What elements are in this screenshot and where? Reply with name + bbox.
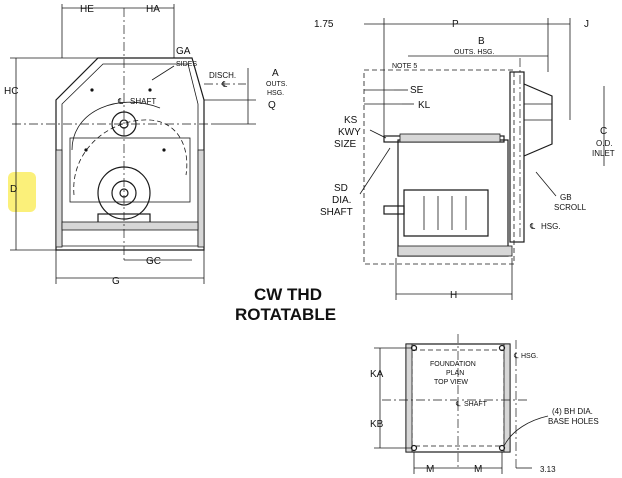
title-line-1: CW THD (254, 285, 322, 304)
foundation-plan: FOUNDATION PLAN TOP VIEW ℄ HSG. ℄ SHAFT … (370, 334, 599, 475)
side-housing-top-plate (399, 133, 501, 143)
label-a: A (272, 68, 279, 79)
label-sd-shaft: SHAFT (320, 207, 353, 218)
disch-centerline-symbol: ℄ (221, 80, 228, 89)
scroll-outer (71, 101, 161, 151)
label-note5: NOTE 5 (392, 63, 417, 70)
bolt-dot (162, 148, 166, 152)
bolt-dot (84, 148, 88, 152)
label-ks: KS (344, 115, 358, 126)
base-hole (498, 344, 506, 352)
highlight-mark (8, 172, 36, 212)
label-q: Q (268, 100, 276, 111)
leader-sides (151, 65, 175, 81)
label-m1: M (426, 464, 434, 475)
label-od: O.D. (596, 139, 612, 148)
label-disch: DISCH. (209, 71, 236, 80)
label-b-sub: OUTS. HSG. (454, 49, 495, 56)
label-side-hsg-symbol: ℄ (529, 222, 536, 231)
front-side-plate-right (197, 149, 205, 248)
label-ka: KA (370, 369, 384, 380)
label-c: C (600, 126, 607, 137)
label-shaft: SHAFT (130, 97, 156, 106)
motor-mount-panel (69, 137, 191, 203)
label-foundation-2: PLAN (446, 370, 464, 377)
label-se: SE (410, 85, 424, 96)
label-shaft-symbol: ℄ (117, 97, 124, 106)
label-gc: GC (146, 256, 161, 267)
leader-gb (535, 171, 557, 197)
label-ga: GA (176, 46, 191, 57)
side-dashed-envelope (363, 69, 515, 265)
label-kl: KL (418, 100, 431, 111)
label-313: 3.13 (540, 465, 556, 474)
label-b: B (478, 36, 485, 47)
front-housing-outline (55, 57, 205, 251)
side-housing (397, 139, 509, 257)
base-hole (498, 444, 506, 452)
label-a-outs: OUTS. (266, 81, 287, 88)
side-view: 1.75 P J B OUTS. HSG. NOTE 5 SE KL KS KW… (314, 18, 615, 301)
label-p: P (452, 19, 459, 30)
front-side-plate-left (55, 149, 63, 248)
label-d: D (10, 184, 17, 195)
label-fp-shaft: SHAFT (464, 401, 488, 408)
label-inlet: INLET (592, 149, 615, 158)
foundation-left-rail (405, 343, 413, 453)
label-sd-dia: DIA. (332, 195, 351, 206)
label-sides: SIDES (176, 61, 197, 68)
label-holes-1: (4) BH DIA. (552, 407, 593, 416)
label-g: G (112, 276, 120, 287)
title-line-2: ROTATABLE (235, 305, 336, 324)
label-m2: M (474, 464, 482, 475)
label-fp-hsg: HSG. (521, 353, 538, 360)
label-holes-2: BASE HOLES (548, 417, 599, 426)
bolt-dot (148, 88, 152, 92)
label-fp-shaft-symbol: ℄ (455, 401, 461, 408)
motor-shaft-stub (383, 205, 405, 215)
label-size: SIZE (334, 139, 357, 150)
label-kwy: KWY (338, 127, 361, 138)
side-base (397, 245, 513, 257)
scroll-inner (73, 119, 188, 196)
front-base-rail (61, 221, 199, 231)
label-175: 1.75 (314, 19, 334, 30)
label-foundation-1: FOUNDATION (430, 361, 476, 368)
label-ha: HA (146, 4, 160, 15)
label-gb: GB (560, 193, 572, 202)
label-fp-hsg-symbol: ℄ (513, 353, 519, 360)
label-a-hsg: HSG. (267, 90, 284, 97)
label-side-hsg: HSG. (541, 222, 561, 231)
label-h: H (450, 290, 457, 301)
label-he: HE (80, 4, 94, 15)
label-sd: SD (334, 183, 348, 194)
label-foundation-3: TOP VIEW (434, 379, 468, 386)
side-motor (403, 189, 489, 237)
leader-holes (503, 415, 549, 447)
leader-ks (369, 129, 387, 139)
label-kb: KB (370, 419, 384, 430)
label-j: J (584, 19, 589, 30)
label-hc: HC (4, 86, 18, 97)
bolt-dot (90, 88, 94, 92)
front-view: HE HA GA SIDES DISCH. ℄ A OUTS. HSG. Q H… (4, 4, 287, 287)
inlet-flange (509, 71, 525, 243)
leader-sd (359, 147, 391, 195)
foundation-right-rail (503, 343, 511, 453)
label-scroll: SCROLL (554, 203, 587, 212)
